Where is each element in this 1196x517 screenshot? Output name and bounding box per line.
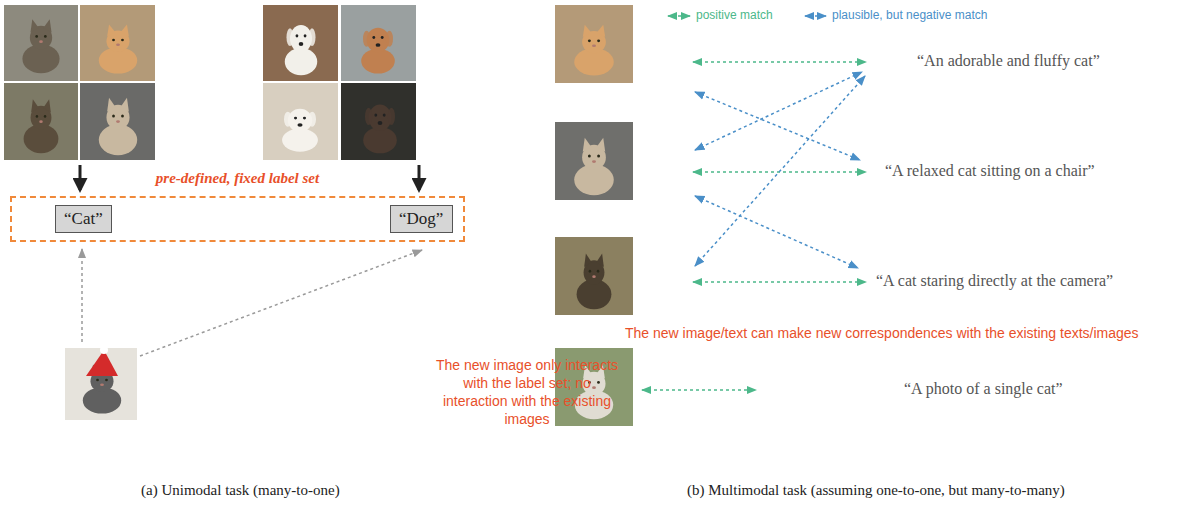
set-heading: pre-defined, fixed label set	[12, 170, 463, 187]
caption-text: “A cat staring directly at the camera”	[876, 272, 1113, 290]
class-label-box: “Dog”	[390, 205, 453, 233]
query-arrow	[140, 250, 422, 356]
class-label: “Cat”	[64, 209, 103, 229]
cat-photos	[4, 5, 155, 160]
caption-text: “An adorable and fluffy cat”	[917, 52, 1100, 70]
dog-photos	[263, 5, 416, 160]
query-arrow	[81, 249, 83, 342]
note: The new image only interacts with the la…	[432, 356, 622, 428]
down-arrow	[418, 165, 421, 190]
panel-caption: (b) Multimodal task (assuming one-to-one…	[687, 482, 1065, 499]
legend-text: positive match	[696, 8, 773, 22]
down-arrow	[79, 165, 82, 190]
legend-item: plausible, but negative match	[832, 8, 987, 22]
label-set-box: pre-defined, fixed label set“Cat”“Dog”	[10, 196, 465, 242]
negative-match-arrows	[695, 72, 865, 268]
legend-text: plausible, but negative match	[832, 8, 987, 22]
note: The new image/text can make new correspo…	[625, 325, 1139, 341]
class-label-box: “Cat”	[55, 205, 112, 233]
legend-sample	[668, 15, 690, 17]
panel-caption: (a) Unimodal task (many-to-one)	[141, 482, 340, 499]
caption-text: “A relaxed cat sitting on a chair”	[885, 162, 1095, 180]
legend-sample	[805, 15, 826, 17]
caption-text: “A photo of a single cat”	[904, 380, 1063, 398]
legend-item: positive match	[696, 8, 773, 22]
class-label: “Dog”	[399, 209, 443, 229]
new-cat-photo	[65, 346, 137, 420]
